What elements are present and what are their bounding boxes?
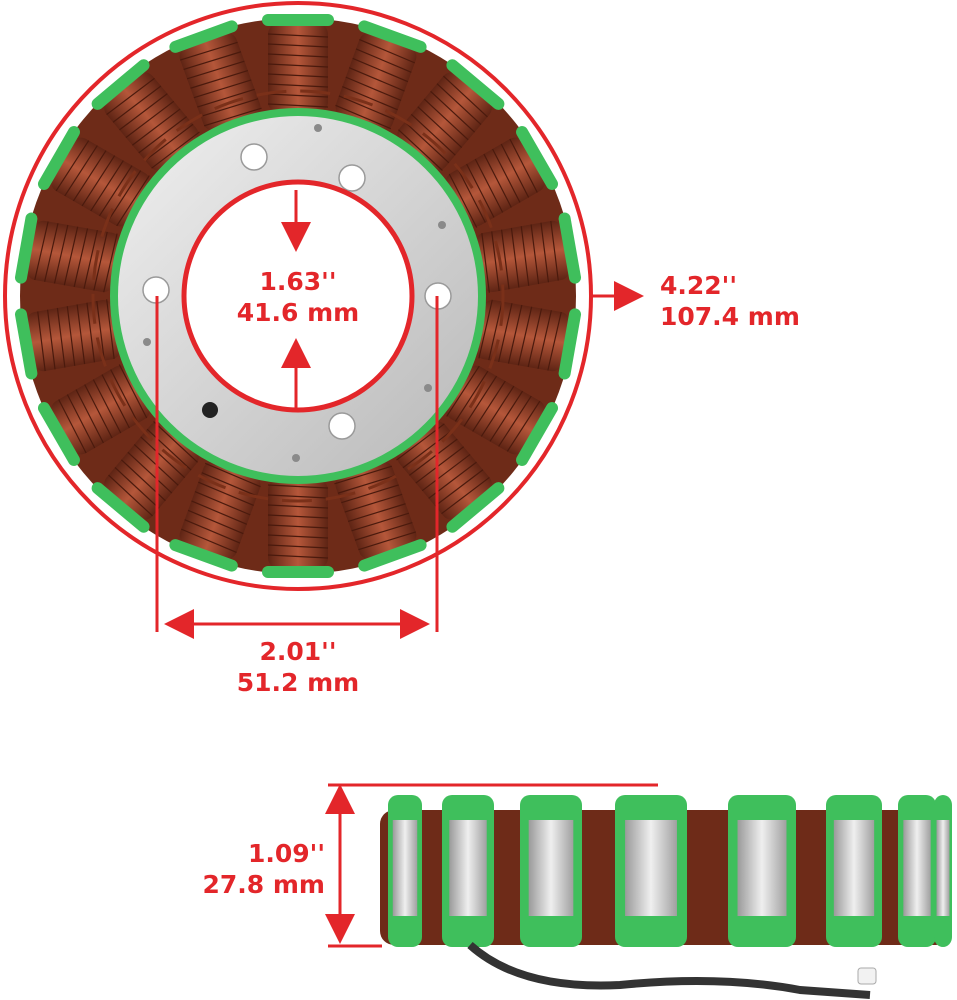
- stator-coil: [446, 126, 559, 228]
- height-mm: 27.8 mm: [202, 870, 326, 899]
- bolt-spacing-mm: 51.2 mm: [236, 668, 360, 697]
- stator-coil: [335, 20, 427, 131]
- height-inches: 1.09'': [248, 839, 325, 868]
- stator-coil: [397, 59, 505, 171]
- bolt-spacing-inches: 2.01'': [259, 637, 337, 666]
- stator-coil: [475, 212, 582, 293]
- stator-coil: [37, 126, 150, 227]
- stator-coil: [37, 364, 150, 466]
- stator-coil: [475, 299, 582, 380]
- stator-coil: [446, 365, 559, 466]
- stator-coil: [334, 461, 427, 572]
- stator-coil: [91, 421, 199, 533]
- stator-coil: [14, 212, 121, 293]
- inner-diameter-label: 1.63'' 41.6 mm: [237, 266, 360, 328]
- stator-coil: [396, 421, 505, 533]
- dimension-lines-side: [325, 783, 658, 948]
- height-label: 1.09'' 27.8 mm: [190, 838, 326, 900]
- outer-diameter-label: 4.22'' 107.4 mm: [660, 270, 800, 332]
- side-coils: [388, 795, 952, 947]
- stator-coil: [91, 59, 200, 171]
- inner-diameter-circle: [181, 179, 415, 413]
- stator-coil: [169, 20, 262, 131]
- outer-diameter-inches: 4.22'': [660, 271, 737, 300]
- stator-top-view: [3, 1, 593, 591]
- stator-coil: [169, 461, 261, 572]
- outer-diameter-mm: 107.4 mm: [660, 302, 800, 331]
- stator-coil: [14, 299, 121, 380]
- stator-coils: [14, 14, 582, 578]
- outer-diameter-circle: [3, 1, 593, 591]
- dimension-lines-top: [155, 190, 644, 639]
- inner-diameter-inches: 1.63'': [259, 267, 337, 296]
- stator-side-view: [380, 795, 952, 999]
- stator-coil: [262, 14, 334, 112]
- bolt-spacing-label: 2.01'' 51.2 mm: [237, 636, 360, 698]
- inner-diameter-mm: 41.6 mm: [236, 298, 360, 327]
- stator-coil: [262, 480, 334, 578]
